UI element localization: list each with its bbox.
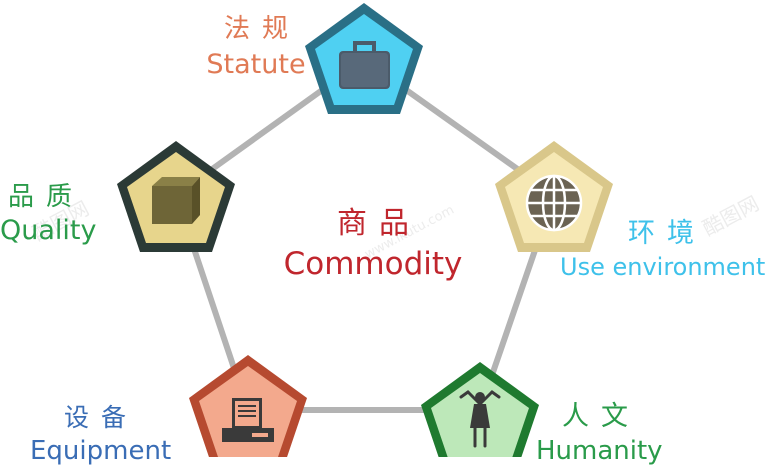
environment-en: Use environment [560,253,766,281]
center-cn-title: 商品 [337,206,421,241]
statute-label: 法规 Statute [205,16,307,78]
humanity-node [421,362,539,457]
person-icon [459,390,501,448]
statute-en: Statute [206,49,306,80]
environment-node [495,141,613,252]
humanity-cn: 人文 [562,401,640,432]
center-en-title: Commodity [283,246,463,282]
printer-icon [222,398,274,442]
center-label: 商品 Commodity [278,209,468,280]
cube-icon [152,177,200,224]
humanity-label: 人文 Humanity [536,403,663,464]
equipment-label: 设备 Equipment [30,405,171,464]
equipment-node [189,355,307,457]
quality-cn: 品质 [8,182,85,212]
environment-cn: 环境 [628,218,706,249]
environment-label: 环境 Use environment [560,220,765,279]
equipment-en: Equipment [30,436,172,466]
globe-icon [525,174,583,232]
quality-node [117,141,235,252]
humanity-en: Humanity [536,436,663,466]
equipment-cn: 设备 [64,403,139,432]
briefcase-icon [339,41,390,89]
statute-cn: 法规 [223,14,300,44]
statute-node [305,3,423,114]
quality-en: Quality [0,215,97,246]
quality-label: 品质 Quality [0,184,96,244]
